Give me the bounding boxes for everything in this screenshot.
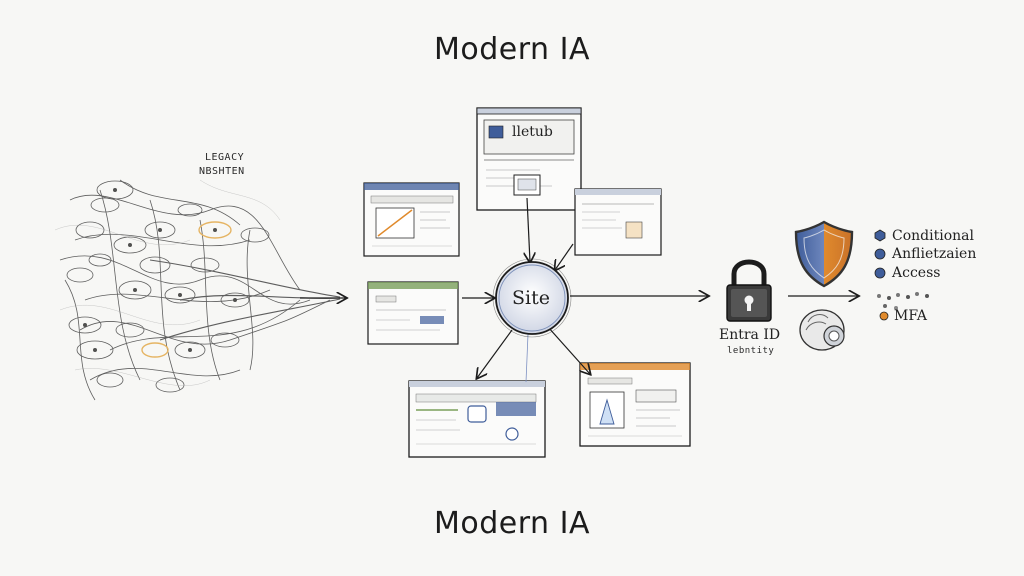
legacy-network: [54, 179, 341, 401]
identity-sublabel: lebntity: [727, 346, 775, 356]
policy-authentication: Anflietzaien: [892, 246, 977, 262]
legacy-label-line2: NBSHTEN: [199, 166, 245, 177]
page-card-left: [367, 281, 459, 345]
page-card-top: [476, 107, 582, 211]
identity-label: Entra ID: [719, 327, 781, 343]
hub-label: Site: [512, 287, 550, 309]
page-card-top-right: [574, 188, 662, 256]
page-card-bottom-left: [408, 380, 546, 458]
policy-mfa: MFA: [894, 308, 927, 324]
diagram-title-bottom: Modern IA: [434, 506, 590, 541]
policy-access: Access: [892, 265, 941, 281]
lock-icon: [726, 259, 772, 322]
page-card-bottom-right: [579, 362, 691, 447]
policy-conditional: Conditional: [892, 228, 974, 244]
site-hub: [492, 258, 572, 338]
legacy-label-line1: LEGACY: [205, 152, 245, 163]
diagram-title-top: Modern IA: [434, 32, 590, 67]
top-card-label: lletub: [512, 124, 553, 140]
policy-bullet-icon: [874, 229, 929, 321]
fingerprint-icon: [799, 309, 845, 351]
hub-connectors: [462, 197, 858, 383]
shield-icon: [794, 220, 854, 288]
page-card-top-left: [363, 182, 460, 257]
